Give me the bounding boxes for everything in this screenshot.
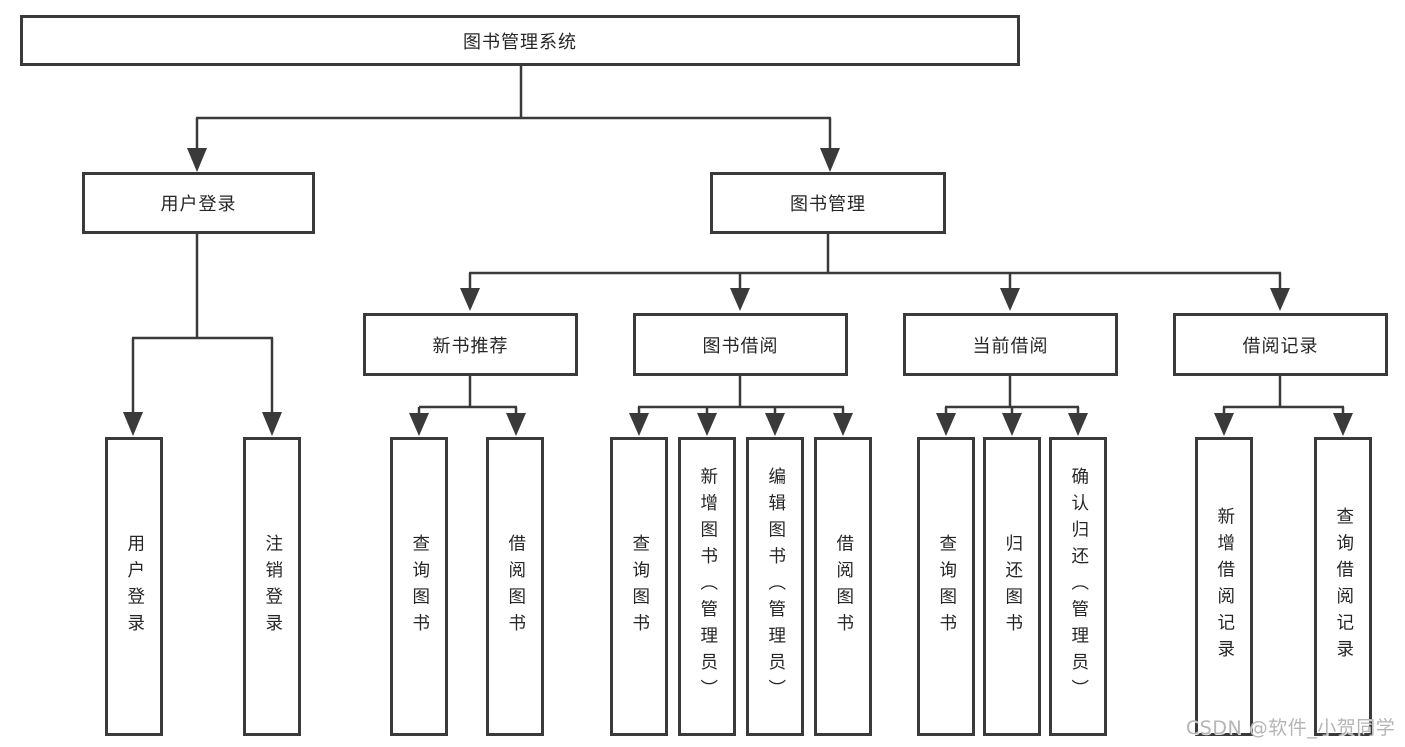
leaf-borrow-books-borrowing-label: 借阅图书 [833,533,854,640]
leaf-add-book-admin-label: 新增图书（管理员） [697,467,718,706]
leaf-confirm-return-admin-label: 确认归还（管理员） [1068,467,1089,706]
leaf-query-borrow-record-label: 查询借阅记录 [1333,507,1354,666]
node-root: 图书管理系统 [20,15,1020,66]
node-new-book-recommend-label: 新书推荐 [432,335,509,357]
leaf-logout-label: 注销登录 [262,533,283,640]
leaf-edit-book-admin-label: 编辑图书（管理员） [765,467,786,706]
leaf-query-books-recommend: 查询图书 [390,437,448,736]
node-new-book-recommend: 新书推荐 [363,313,578,376]
leaf-user-login: 用户登录 [105,437,163,736]
node-borrowing-records-label: 借阅记录 [1242,335,1319,357]
leaf-add-borrow-record: 新增借阅记录 [1195,437,1253,736]
leaf-return-books: 归还图书 [983,437,1041,736]
leaf-return-books-label: 归还图书 [1002,533,1023,640]
csdn-watermark: CSDN @软件_小贺同学 [1186,717,1396,739]
node-book-borrowing-label: 图书借阅 [702,335,779,357]
node-book-management: 图书管理 [710,172,946,234]
node-borrowing-records: 借阅记录 [1173,313,1388,376]
leaf-user-login-label: 用户登录 [124,533,145,640]
leaf-add-borrow-record-label: 新增借阅记录 [1214,507,1235,666]
node-user-login-label: 用户登录 [160,194,237,215]
leaf-query-books-borrowing-label: 查询图书 [629,533,650,640]
leaf-borrow-books-recommend: 借阅图书 [486,437,544,736]
node-current-borrowing: 当前借阅 [903,313,1118,376]
leaf-borrow-books-borrowing: 借阅图书 [814,437,872,736]
leaf-confirm-return-admin: 确认归还（管理员） [1049,437,1107,736]
node-user-login: 用户登录 [82,172,315,234]
node-book-management-label: 图书管理 [790,194,866,215]
leaf-query-books-recommend-label: 查询图书 [409,533,430,640]
leaf-query-books-current: 查询图书 [917,437,975,736]
node-book-borrowing: 图书借阅 [633,313,848,376]
leaf-edit-book-admin: 编辑图书（管理员） [746,437,804,736]
leaf-borrow-books-recommend-label: 借阅图书 [505,533,526,640]
leaf-query-borrow-record: 查询借阅记录 [1314,437,1372,736]
leaf-query-books-borrowing: 查询图书 [610,437,668,736]
leaf-add-book-admin: 新增图书（管理员） [678,437,736,736]
leaf-logout: 注销登录 [243,437,301,736]
node-root-label: 图书管理系统 [463,31,577,53]
node-current-borrowing-label: 当前借阅 [972,335,1049,357]
leaf-query-books-current-label: 查询图书 [936,533,957,640]
